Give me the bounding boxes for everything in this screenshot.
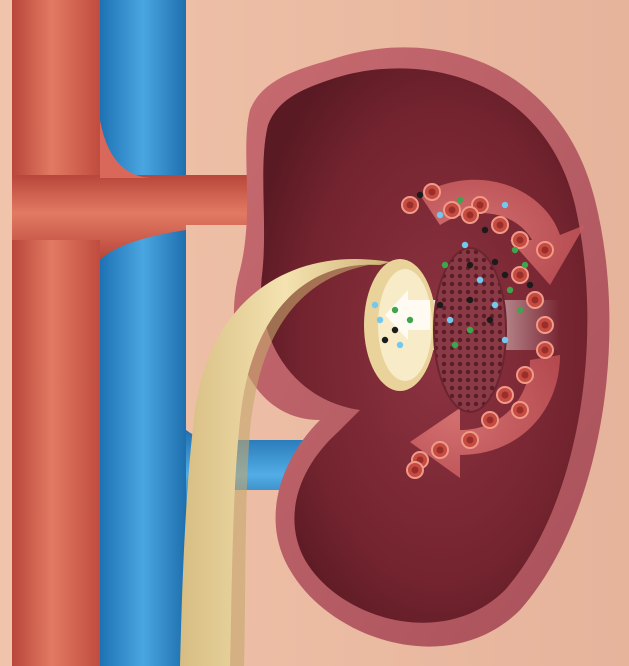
filtered-particle bbox=[392, 327, 398, 333]
filtered-particle bbox=[397, 342, 403, 348]
filtered-particle bbox=[452, 342, 458, 348]
vena-cava bbox=[100, 0, 186, 666]
filtered-particle bbox=[487, 317, 493, 323]
filtered-particle bbox=[407, 317, 413, 323]
filtered-particle bbox=[467, 327, 473, 333]
filtered-particle bbox=[482, 227, 488, 233]
filtered-particle bbox=[502, 337, 508, 343]
red-blood-cell-center bbox=[502, 392, 509, 399]
filtered-particle bbox=[372, 302, 378, 308]
filtered-particle bbox=[392, 307, 398, 313]
filtered-particle bbox=[457, 197, 463, 203]
red-blood-cell-center bbox=[542, 322, 549, 329]
aorta bbox=[12, 0, 100, 666]
filtered-particle bbox=[417, 192, 423, 198]
red-blood-cell-center bbox=[412, 467, 419, 474]
filtered-particle bbox=[467, 262, 473, 268]
filtered-particle bbox=[512, 247, 518, 253]
red-blood-cell-center bbox=[467, 437, 474, 444]
red-blood-cell-center bbox=[467, 212, 474, 219]
red-blood-cell-center bbox=[517, 407, 524, 414]
filtered-particle bbox=[507, 287, 513, 293]
filtered-particle bbox=[527, 282, 533, 288]
red-blood-cell-center bbox=[429, 189, 436, 196]
red-blood-cell-center bbox=[532, 297, 539, 304]
red-blood-cell-center bbox=[477, 202, 484, 209]
red-blood-cell-center bbox=[542, 347, 549, 354]
red-blood-cell-center bbox=[487, 417, 494, 424]
filtered-particle bbox=[437, 212, 443, 218]
filtered-particle bbox=[462, 242, 468, 248]
filtered-particle bbox=[502, 202, 508, 208]
red-blood-cell-center bbox=[437, 447, 444, 454]
filtered-particle bbox=[382, 337, 388, 343]
red-blood-cell-center bbox=[449, 207, 456, 214]
filtered-particle bbox=[522, 262, 528, 268]
red-blood-cell-center bbox=[497, 222, 504, 229]
filtered-particle bbox=[477, 277, 483, 283]
filtered-particle bbox=[467, 297, 473, 303]
filtered-particle bbox=[437, 302, 443, 308]
red-blood-cell-center bbox=[517, 272, 524, 279]
red-blood-cell-center bbox=[522, 372, 529, 379]
red-blood-cell-center bbox=[517, 237, 524, 244]
filtered-particle bbox=[517, 307, 523, 313]
filtered-particle bbox=[502, 272, 508, 278]
red-blood-cell-center bbox=[407, 202, 414, 209]
filtered-particle bbox=[442, 262, 448, 268]
filtered-particle bbox=[447, 317, 453, 323]
filtered-particle bbox=[492, 302, 498, 308]
red-blood-cell-center bbox=[542, 247, 549, 254]
filtered-particle bbox=[492, 259, 498, 265]
filtered-particle bbox=[377, 317, 383, 323]
